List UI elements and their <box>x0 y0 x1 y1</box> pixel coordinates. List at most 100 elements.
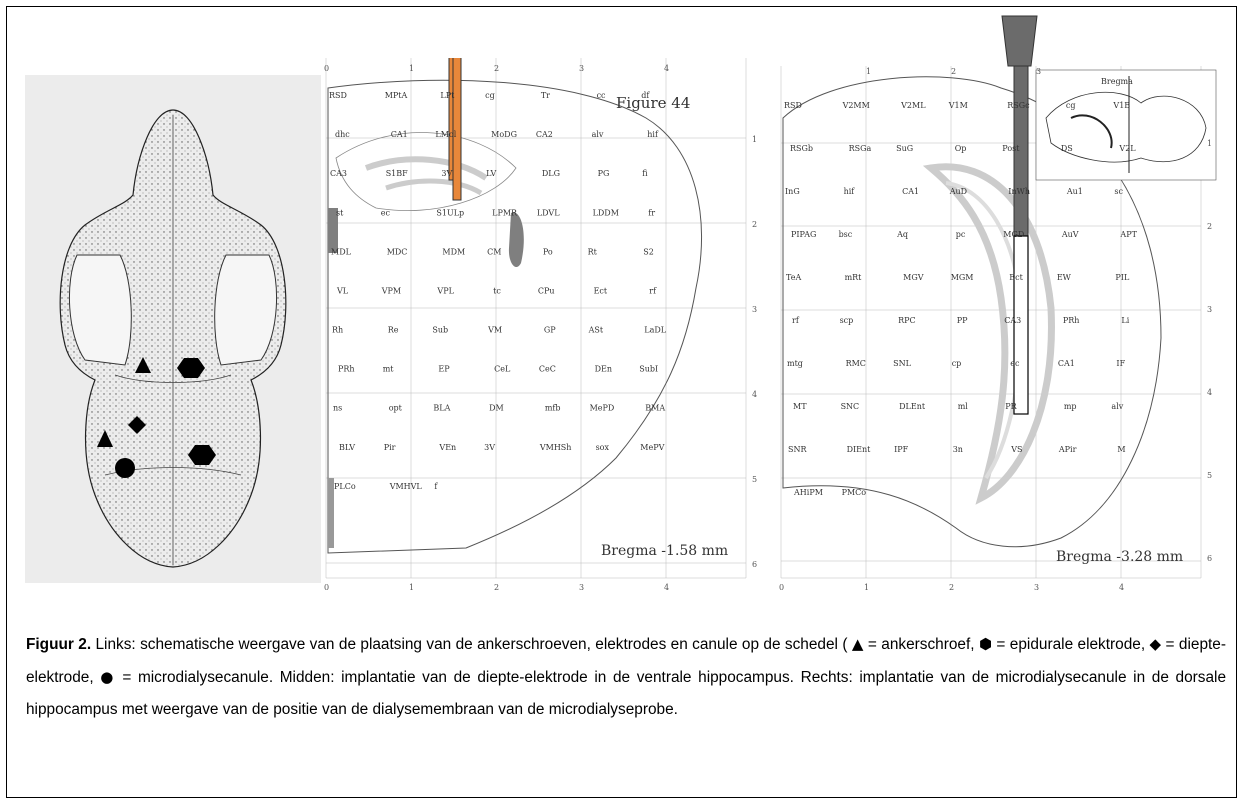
region-label: ec <box>381 208 391 217</box>
skull-schematic-panel <box>25 75 321 583</box>
figure-label: Figure 44 <box>616 94 690 112</box>
figure-caption: Figuur 2. Links: schematische weergave v… <box>26 628 1226 726</box>
region-label: Tr <box>541 91 550 100</box>
region-label: LaDL <box>644 326 666 335</box>
cannula-head <box>1002 16 1037 66</box>
region-label: sox <box>596 443 610 452</box>
region-label: Rt <box>588 247 598 256</box>
region-label: IF <box>1116 359 1125 368</box>
region-label: fr <box>648 208 655 217</box>
region-label: V1M <box>948 101 968 110</box>
region-label: alv <box>1111 402 1123 411</box>
region-label: V1B <box>1112 101 1130 110</box>
region-label: MDM <box>442 247 465 256</box>
region-label: DLG <box>542 169 560 178</box>
region-label: hif <box>647 130 659 139</box>
left-orbit <box>69 255 131 365</box>
region-label: Po <box>543 247 553 256</box>
tick-label-bottom: 2 <box>494 583 499 592</box>
region-label: mRt <box>845 273 863 282</box>
tick-label-side: 6 <box>752 560 757 569</box>
region-label: 3n <box>953 445 963 454</box>
region-label: BLA <box>433 404 450 413</box>
region-label: MPtA <box>385 91 408 100</box>
region-label: SNC <box>841 402 860 411</box>
region-label: CeL <box>494 365 511 374</box>
hexagon-symbol-icon: ⬢ <box>979 635 992 653</box>
region-label: mtg <box>787 359 803 368</box>
tick-label-top: 2 <box>951 67 956 76</box>
region-label: VL <box>336 286 349 295</box>
inset-label: Bregma <box>1101 77 1133 86</box>
region-label: RSD <box>784 101 802 110</box>
region-label: VPM <box>381 286 401 295</box>
region-label: CeC <box>539 365 556 374</box>
tick-label-side: 6 <box>1207 554 1212 563</box>
region-label: S1ULp <box>436 208 464 217</box>
region-label: LV <box>486 169 496 178</box>
region-label: PMCo <box>842 488 867 497</box>
tick-label-top: 1 <box>866 67 871 76</box>
region-label: AuV <box>1061 230 1079 239</box>
region-label: ml <box>958 402 969 411</box>
region-label: Ect <box>1009 273 1023 282</box>
region-label: VEn <box>438 443 456 452</box>
tick-label-side: 3 <box>752 305 757 314</box>
tick-label-side: 4 <box>752 390 757 399</box>
region-label: RSGb <box>790 144 813 153</box>
caption-label: Figuur 2. <box>26 636 91 653</box>
region-label: IPF <box>894 445 909 454</box>
region-label: mfb <box>545 404 561 413</box>
region-label: V2ML <box>900 101 926 110</box>
tick-label-bottom: 3 <box>1034 583 1039 592</box>
atlas-section-bregma-3-28: Bregma Bregma -3.28 mm 123 01234 123456 … <box>771 8 1227 598</box>
region-label: MoDG <box>491 130 517 139</box>
region-label: cc <box>597 91 606 100</box>
region-label: VM <box>487 326 502 335</box>
region-label: S1BF <box>386 169 408 178</box>
region-label: LPMR <box>492 208 518 217</box>
region-label: cp <box>952 359 962 368</box>
region-label: mt <box>383 365 395 374</box>
right-orbit <box>215 255 277 365</box>
tick-label-side: 5 <box>1207 471 1212 480</box>
region-label: SNR <box>788 445 807 454</box>
region-label: 3V <box>484 443 495 452</box>
region-label: PRh <box>1063 316 1080 325</box>
region-label: PG <box>598 169 610 178</box>
region-label: DM <box>489 404 504 413</box>
region-label: PIPAG <box>791 230 816 239</box>
region-label: CA1 <box>1058 359 1075 368</box>
region-label: Ect <box>594 286 608 295</box>
region-label: MT <box>793 402 807 411</box>
circle-symbol-icon: ● <box>100 668 115 686</box>
tick-label-side: 2 <box>1207 222 1212 231</box>
tick-label-side: 1 <box>752 135 757 144</box>
region-label: MGD <box>1003 230 1024 239</box>
tick-label-top: 0 <box>324 64 329 73</box>
region-label: RSGc <box>1007 101 1030 110</box>
region-label: CA3 <box>1004 316 1021 325</box>
region-label: M <box>1117 445 1125 454</box>
region-label: ns <box>333 404 342 413</box>
region-label: df <box>641 91 650 100</box>
region-label: PP <box>957 316 968 325</box>
region-label: PIL <box>1115 273 1130 282</box>
region-label: SNL <box>893 359 911 368</box>
diamond-symbol-icon: ◆ <box>1150 635 1162 653</box>
tick-label-bottom: 4 <box>1119 583 1124 592</box>
region-label: CA3 <box>330 169 347 178</box>
region-label: dhc <box>335 130 350 139</box>
region-label: VS <box>1010 445 1022 454</box>
region-label: Au1 <box>1066 187 1083 196</box>
skull-drawing <box>25 75 321 583</box>
region-label: InWh <box>1008 187 1030 196</box>
region-label: DS <box>1061 144 1073 153</box>
region-label: V2MM <box>842 101 870 110</box>
caption-triangle-text: = ankerschroef, <box>864 636 979 653</box>
region-label: rf <box>649 286 657 295</box>
region-label: DEn <box>595 365 612 374</box>
region-label: MePV <box>640 443 664 452</box>
region-label: EP <box>438 365 450 374</box>
region-label: MGM <box>951 273 974 282</box>
